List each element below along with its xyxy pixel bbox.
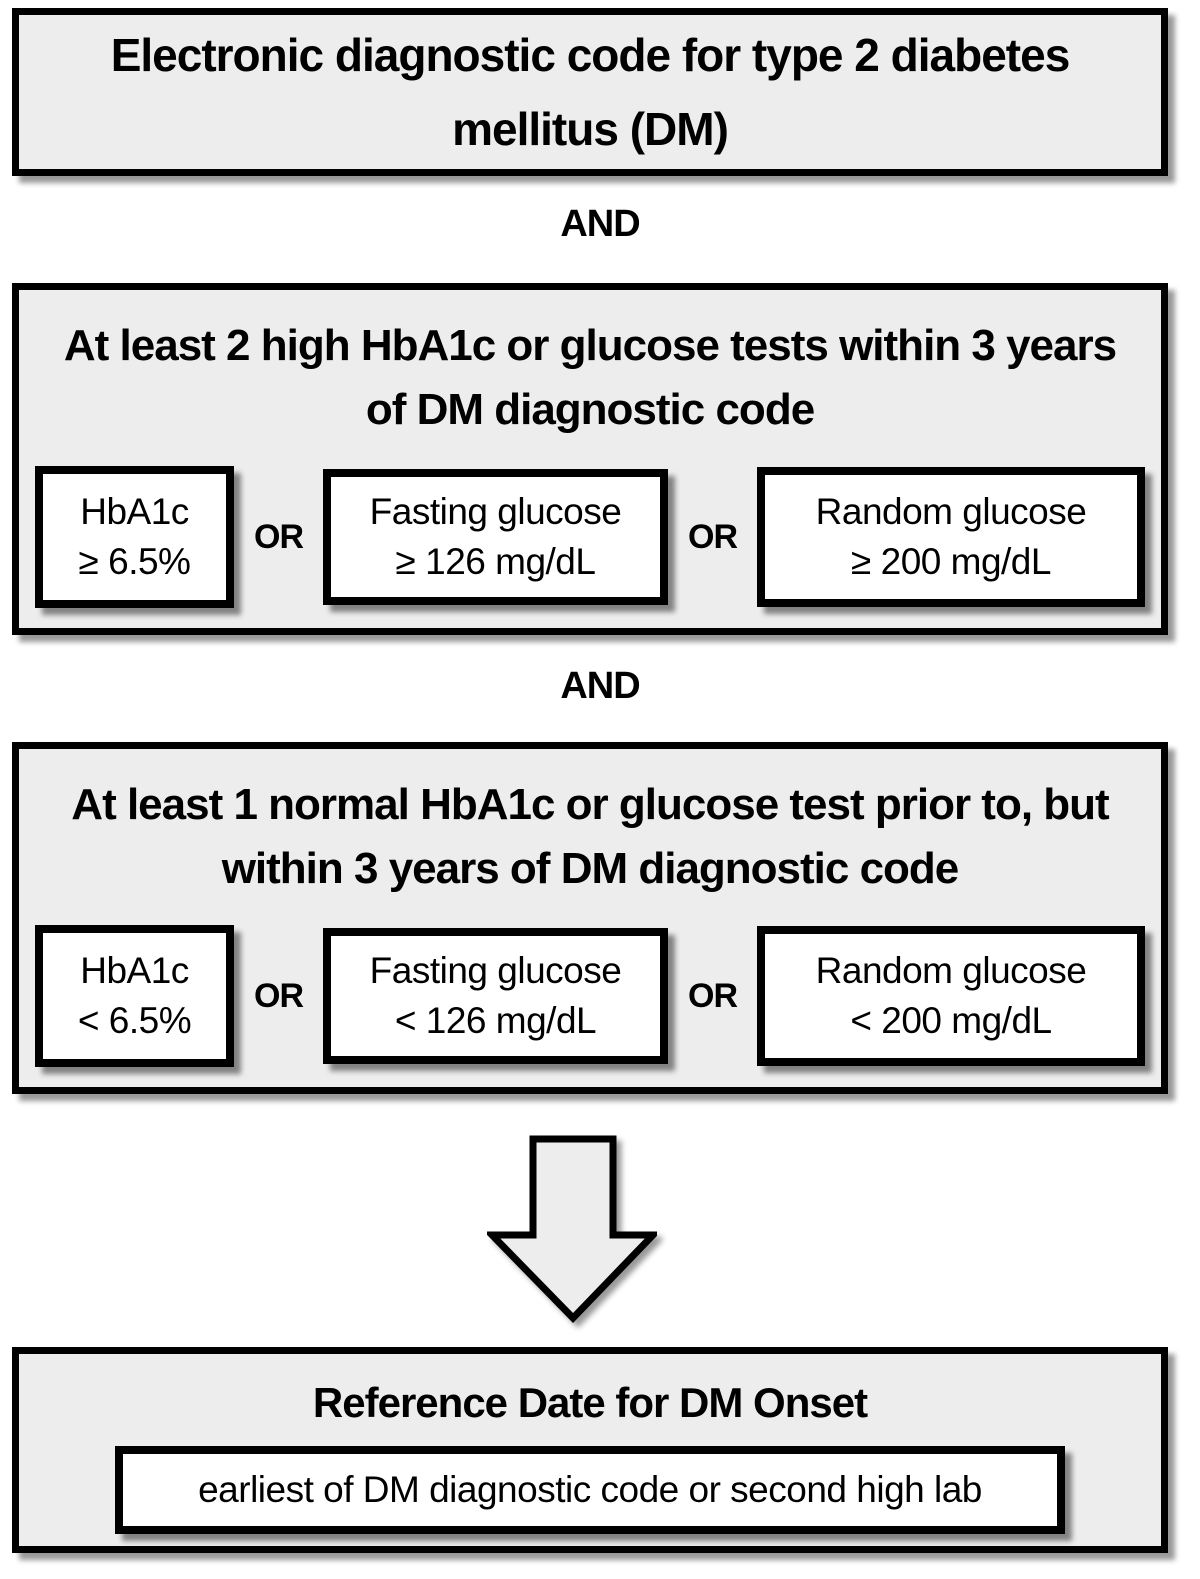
reference-date-detail-box: earliest of DM diagnostic code or second… [115, 1446, 1065, 1534]
high-tests-options-row: HbA1c ≥ 6.5% OR Fasting glucose ≥ 126 mg… [19, 466, 1161, 608]
and-connector-1: AND [560, 203, 640, 245]
reference-date-title: Reference Date for DM Onset [312, 1379, 868, 1426]
or-label: OR [688, 976, 738, 1015]
normal-test-title: At least 1 normal HbA1c or glucose test … [71, 780, 1109, 893]
and-connector-2: AND [560, 665, 640, 707]
fasting-glucose-normal-box: Fasting glucose < 126 mg/dL [323, 928, 668, 1064]
or-label: OR [688, 517, 738, 556]
reference-date-box: Reference Date for DM Onset earliest of … [12, 1347, 1168, 1553]
reference-date-detail: earliest of DM diagnostic code or second… [198, 1469, 982, 1510]
random-glucose-high-box: Random glucose ≥ 200 mg/dL [757, 467, 1145, 607]
normal-test-options-row: HbA1c < 6.5% OR Fasting glucose < 126 mg… [19, 925, 1161, 1067]
random-glucose-normal-line2: < 200 mg/dL [850, 1000, 1052, 1041]
or-label: OR [254, 976, 304, 1015]
fasting-glucose-high-line1: Fasting glucose [369, 491, 622, 532]
hba1c-high-line1: HbA1c [80, 491, 189, 532]
random-glucose-normal-box: Random glucose < 200 mg/dL [757, 926, 1145, 1066]
normal-test-box: At least 1 normal HbA1c or glucose test … [12, 742, 1168, 1094]
hba1c-normal-line2: < 6.5% [77, 1000, 192, 1041]
hba1c-normal-box: HbA1c < 6.5% [35, 925, 234, 1067]
fasting-glucose-high-box: Fasting glucose ≥ 126 mg/dL [323, 469, 668, 605]
random-glucose-normal-line1: Random glucose [815, 950, 1087, 991]
fasting-glucose-normal-line1: Fasting glucose [369, 950, 622, 991]
hba1c-normal-line1: HbA1c [80, 950, 189, 991]
or-label: OR [254, 517, 304, 556]
dm-diagnostic-code-title: Electronic diagnostic code for type 2 di… [110, 29, 1071, 155]
hba1c-high-line2: ≥ 6.5% [78, 541, 191, 582]
down-arrow-icon [483, 1135, 662, 1324]
fasting-glucose-high-line2: ≥ 126 mg/dL [395, 541, 596, 582]
dm-diagnostic-code-box: Electronic diagnostic code for type 2 di… [12, 8, 1168, 176]
fasting-glucose-normal-line2: < 126 mg/dL [394, 1000, 597, 1041]
hba1c-high-box: HbA1c ≥ 6.5% [35, 466, 234, 608]
random-glucose-high-line1: Random glucose [815, 491, 1087, 532]
random-glucose-high-line2: ≥ 200 mg/dL [851, 541, 1051, 582]
high-tests-box: At least 2 high HbA1c or glucose tests w… [12, 283, 1168, 635]
high-tests-title: At least 2 high HbA1c or glucose tests w… [63, 321, 1117, 434]
